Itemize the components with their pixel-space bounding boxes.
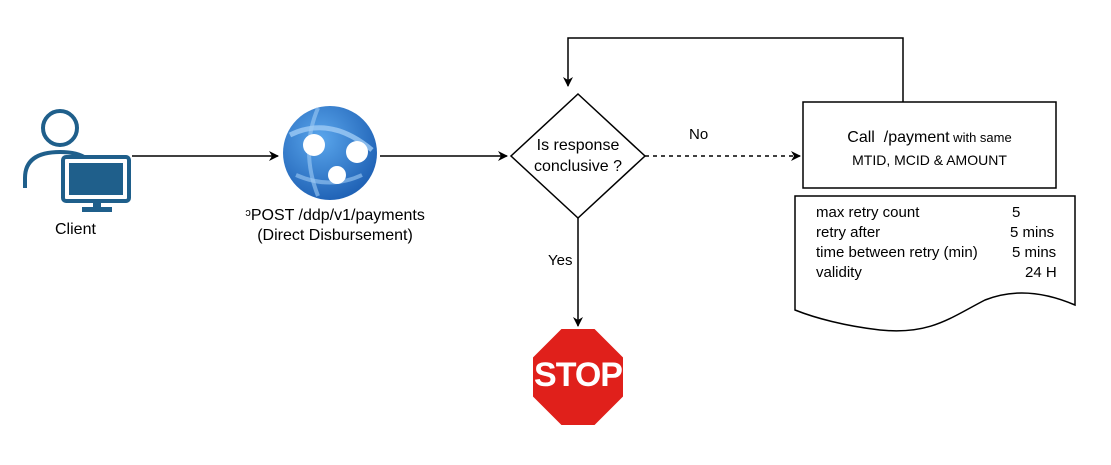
retry-config-list: max retry count 5 retry after 5 mins tim…	[816, 203, 1066, 283]
api-globe-icon	[283, 106, 377, 200]
config-key: max retry count	[816, 204, 920, 221]
decision-label: Is response conclusive ?	[513, 135, 643, 177]
retry-call-endpoint: Call /payment	[847, 129, 950, 146]
stop-sign-icon	[531, 327, 625, 427]
decision-line1: Is response	[536, 137, 620, 154]
config-key: time between retry (min)	[816, 244, 978, 261]
stop-sign-text: STOP	[534, 356, 623, 394]
retry-config-document	[794, 195, 1076, 332]
api-endpoint-line2: (Direct Disbursement)	[257, 227, 413, 244]
yes-label: Yes	[548, 252, 573, 269]
client-label: Client	[55, 221, 96, 238]
config-row: max retry count 5	[816, 203, 1066, 223]
decision-line2: conclusive ?	[533, 158, 623, 175]
config-value: 24 H	[1025, 264, 1057, 281]
config-row: retry after 5 mins	[816, 223, 1066, 243]
config-value: 5	[1012, 204, 1021, 221]
config-value: 5 mins	[1010, 224, 1055, 241]
retry-call-line1: Call /payment with same	[803, 127, 1056, 149]
client-monitor-icon	[61, 155, 131, 212]
config-row: validity 24 H	[816, 263, 1066, 283]
retry-call-suffix: with same	[949, 130, 1012, 145]
no-label: No	[689, 126, 709, 143]
config-key: retry after	[816, 224, 881, 241]
arrow-retry-loop	[563, 37, 904, 102]
retry-call-label: Call /payment with same MTID, MCID & AMO…	[803, 127, 1056, 171]
config-key: validity	[816, 264, 862, 281]
config-row: time between retry (min) 5 mins	[816, 243, 1066, 263]
retry-call-box	[802, 101, 1057, 189]
retry-call-line2: MTID, MCID & AMOUNT	[852, 152, 1007, 168]
api-endpoint-label: ᵓPOST /ddp/v1/payments (Direct Disbursem…	[230, 206, 440, 246]
api-endpoint-line1: ᵓPOST /ddp/v1/payments	[245, 207, 425, 224]
config-value: 5 mins	[1012, 244, 1057, 261]
